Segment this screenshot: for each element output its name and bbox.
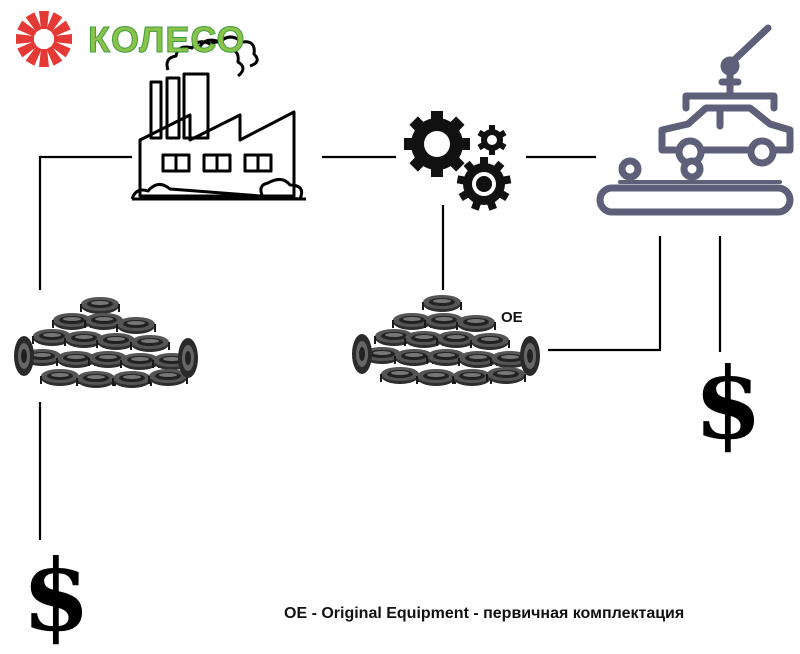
logo-mark-icon xyxy=(16,11,72,67)
oe-label: OE xyxy=(501,309,523,326)
edge-factory-to-left-tires xyxy=(38,155,132,290)
dollar-right-icon: $ xyxy=(694,347,763,462)
dollar-left-icon: $ xyxy=(22,539,91,654)
car-assembly-line-icon xyxy=(596,24,794,216)
footnote-legend: OE - Original Equipment - первичная комп… xyxy=(284,605,685,622)
logo-wordmark: КОЛЕСО xyxy=(87,19,246,61)
connector-lines xyxy=(38,155,722,540)
factory-icon xyxy=(130,35,306,201)
tire-pile-left-icon xyxy=(14,296,198,389)
gears-icon xyxy=(404,111,512,211)
edge-oe-tires-to-assembly xyxy=(548,236,662,352)
